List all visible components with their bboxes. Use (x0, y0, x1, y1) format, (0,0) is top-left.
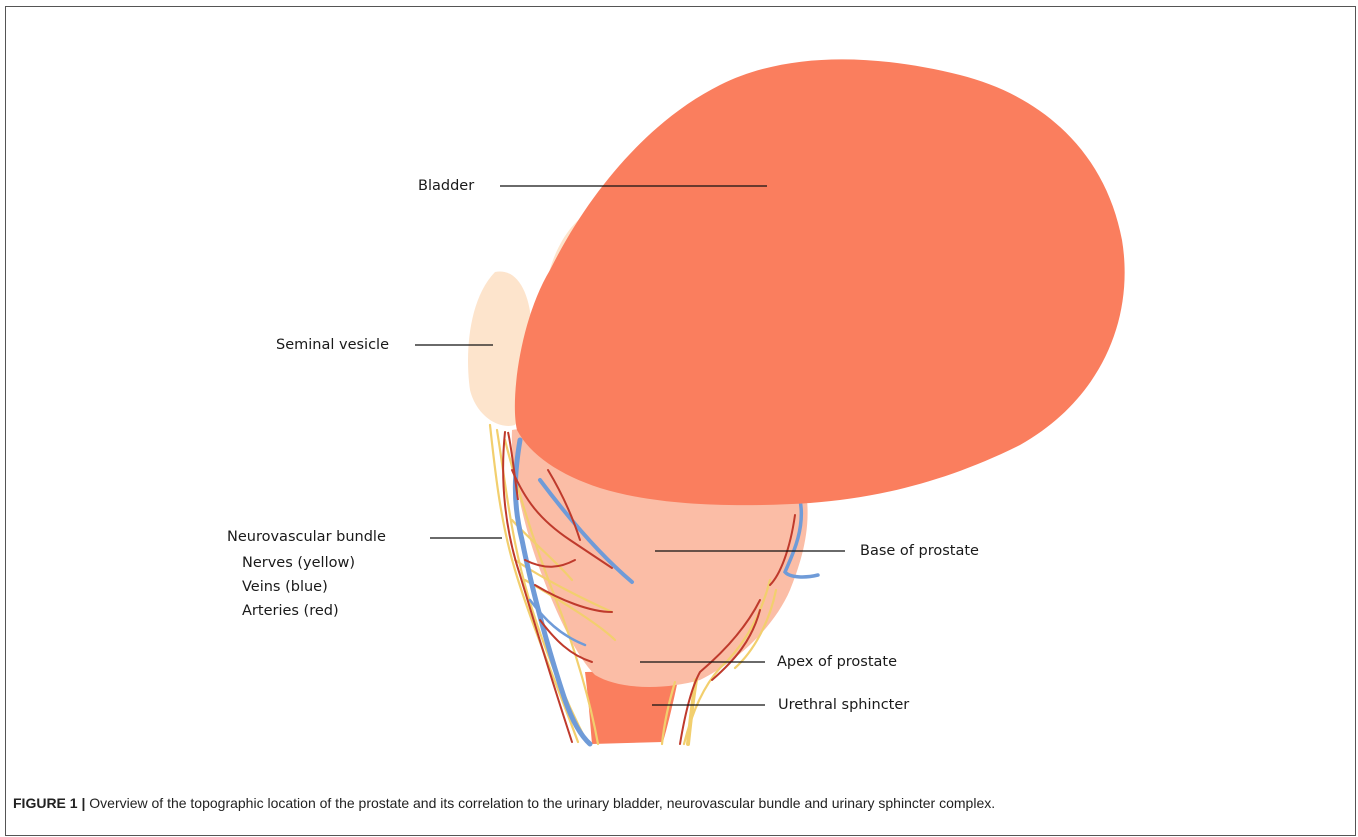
label-neurovascular-bundle: Neurovascular bundle (227, 527, 386, 548)
label-seminal-vesicle: Seminal vesicle (276, 335, 389, 356)
label-veins: Veins (blue) (242, 577, 328, 598)
label-apex-of-prostate: Apex of prostate (777, 652, 897, 673)
bladder (515, 59, 1125, 505)
caption-text: Overview of the topographic location of … (85, 795, 995, 811)
label-urethral-sphincter: Urethral sphincter (778, 695, 909, 716)
label-arteries: Arteries (red) (242, 601, 339, 622)
figure-number: FIGURE 1 | (13, 795, 85, 811)
label-base-of-prostate: Base of prostate (860, 541, 979, 562)
figure-caption: FIGURE 1 | Overview of the topographic l… (13, 795, 1348, 811)
label-nerves: Nerves (yellow) (242, 553, 355, 574)
label-bladder: Bladder (418, 176, 474, 197)
